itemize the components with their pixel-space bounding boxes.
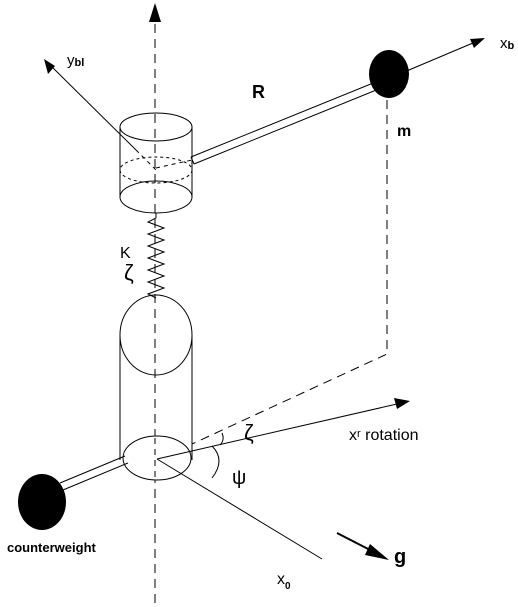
azimuth-angle-label: ψ: [232, 467, 246, 489]
ybl-axis-arrowhead: [44, 59, 55, 74]
spring: [146, 213, 166, 299]
counterweight-label: counterweight: [7, 540, 97, 555]
xr-axis-line: [156, 403, 398, 460]
counterweight-mass: [18, 474, 66, 530]
gravity-label: g: [394, 546, 406, 568]
vertical-axis-arrowhead: [149, 3, 161, 22]
ybl-axis-hidden: [135, 149, 157, 171]
arm-length-label: R: [252, 82, 265, 102]
arm-hidden-segment: [155, 159, 193, 169]
mass-m: [369, 50, 409, 98]
spring-stiffness-label: K: [120, 245, 131, 262]
upper-cylinder: [119, 112, 193, 214]
rotor-arm: [190, 76, 392, 165]
rotation-axis-label: xr rotation: [349, 427, 419, 444]
xr-axis-arrowhead: [394, 398, 410, 409]
mass-projection-line: [191, 100, 388, 445]
x0-axis-line: [156, 458, 323, 560]
gravity-arrow-head: [365, 544, 389, 560]
reference-axis-label: x0: [277, 571, 291, 592]
spring-angle-label: ζ: [124, 260, 134, 285]
xb-label: xb: [500, 35, 515, 52]
lower-cylinder: [119, 294, 193, 460]
counterweight-arm: [59, 455, 129, 491]
lag-angle-label: ζ: [244, 420, 254, 445]
ybl-axis-line: [48, 63, 137, 151]
zeta-angle-arc: [219, 432, 224, 446]
mass-label: m: [397, 123, 411, 140]
xb-axis-arrowhead: [470, 38, 485, 48]
ybl-label: ybl: [67, 52, 84, 69]
psi-angle-arc: [211, 445, 220, 479]
